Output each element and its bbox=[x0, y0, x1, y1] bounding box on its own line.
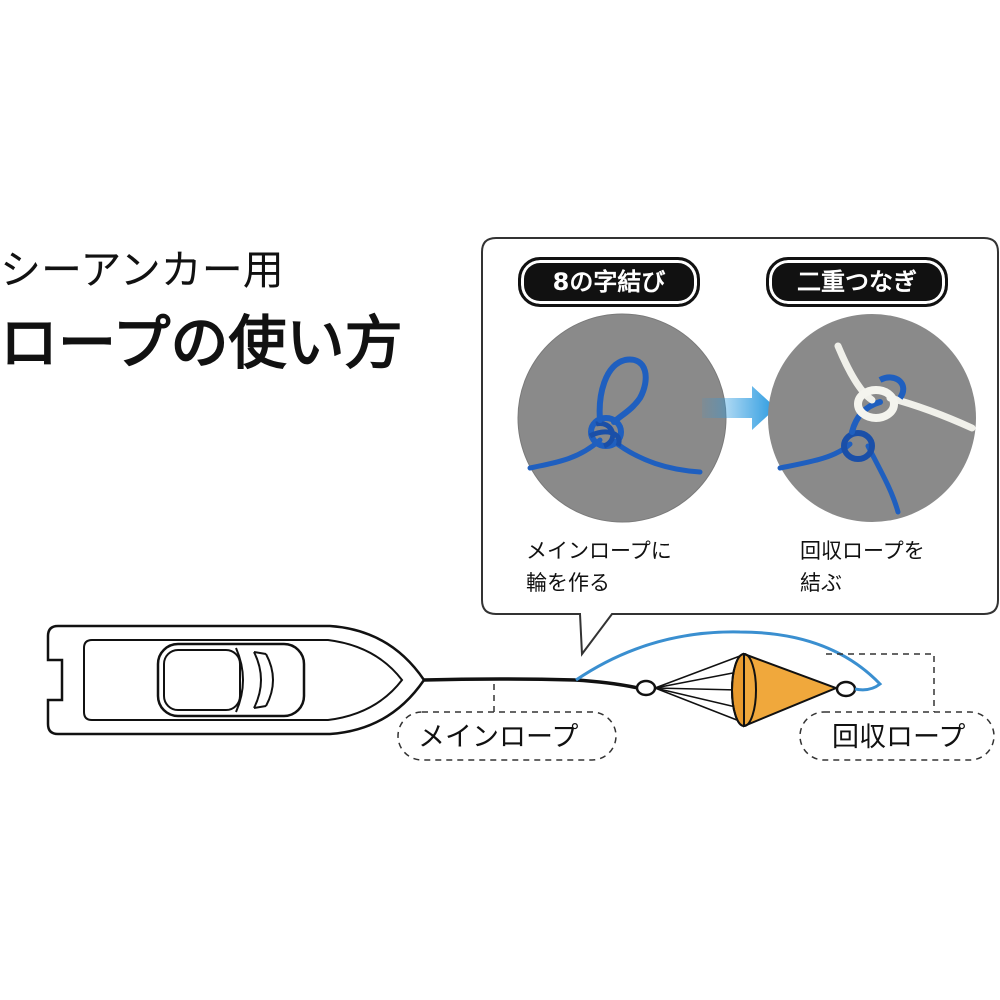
main-rope-label: メインロープ bbox=[418, 722, 579, 753]
figure-eight-knot-photo bbox=[517, 313, 727, 523]
retrieval-rope-line bbox=[575, 630, 883, 692]
step-1-caption: メインロープに 輪を作る bbox=[526, 535, 672, 599]
main-rope-ring bbox=[635, 679, 657, 697]
arrow-right-icon bbox=[702, 386, 776, 430]
step-2-caption: 回収ロープを 結ぶ bbox=[800, 535, 925, 599]
retrieval-rope-label-frame bbox=[799, 711, 995, 761]
main-rope-line bbox=[423, 677, 639, 690]
step-2-caption-line-1: 回収ロープを bbox=[800, 539, 925, 563]
figure-eight-knot-badge: 8の字結び bbox=[518, 257, 700, 307]
step-2-caption-line-2: 結ぶ bbox=[800, 571, 842, 595]
step-1-caption-line-2: 輪を作る bbox=[526, 571, 610, 595]
double-knot-photo bbox=[768, 314, 976, 522]
title-line-1: シーアンカー用 bbox=[0, 246, 284, 294]
double-knot-badge: 二重つなぎ bbox=[766, 257, 948, 307]
title-line-2: ロープの使い方 bbox=[0, 309, 403, 377]
step-1-caption-line-1: メインロープに bbox=[526, 539, 672, 563]
boat-cabin bbox=[156, 642, 306, 718]
sea-anchor-lines bbox=[654, 655, 743, 723]
retrieval-rope-ring bbox=[835, 680, 857, 698]
label-leader-lines bbox=[493, 653, 935, 714]
sea-anchor bbox=[731, 652, 839, 728]
retrieval-rope-label: 回収ロープ bbox=[832, 722, 966, 753]
main-rope-label-frame bbox=[397, 711, 617, 761]
